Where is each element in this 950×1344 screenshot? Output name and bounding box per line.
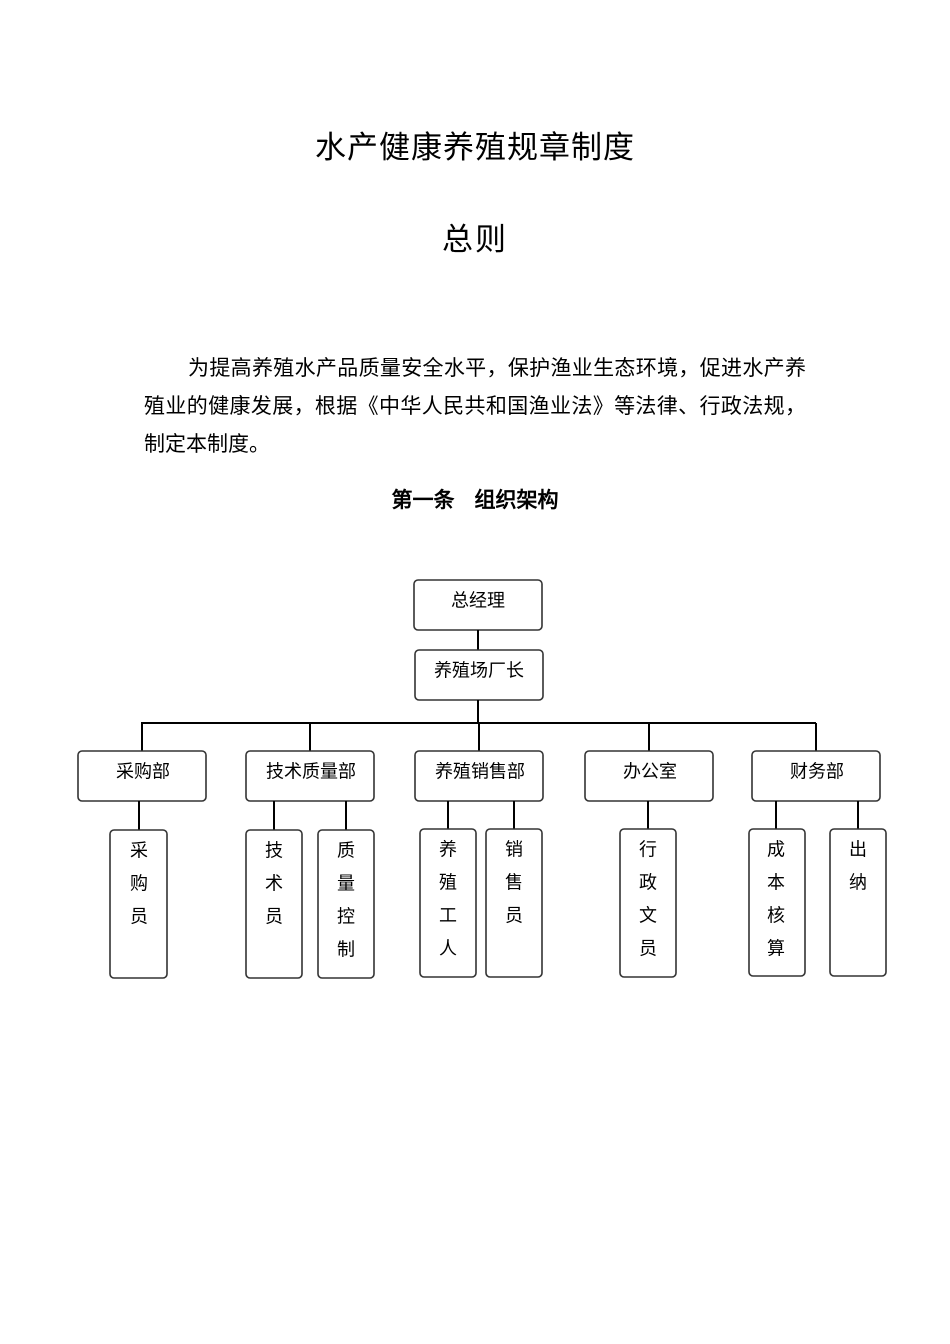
- document-title: 水产健康养殖规章制度: [315, 130, 635, 166]
- org-box-staff-4-1: [829, 828, 887, 977]
- org-label-staff-0-0-char: 采: [130, 841, 148, 862]
- org-box-staff-2-0: [419, 828, 477, 978]
- article-title: 组织架构: [474, 488, 559, 512]
- org-label-staff-2-0-char: 养: [439, 840, 457, 861]
- org-label-staff-1-1-char: 控: [337, 907, 355, 928]
- org-label-staff-4-1-char: 纳: [849, 873, 867, 894]
- org-box-dept-0: [77, 750, 207, 802]
- article-number: 第一条: [391, 488, 455, 512]
- org-box-root: [413, 579, 543, 631]
- org-box-staff-1-1: [317, 829, 375, 979]
- org-box-staff-2-1: [485, 828, 543, 978]
- org-box-dept-4: [751, 750, 881, 802]
- org-box-staff-3-0: [619, 828, 677, 978]
- org-label-staff-2-0-char: 殖: [439, 872, 457, 894]
- org-label-staff-3-0-char: 文: [639, 906, 657, 927]
- org-label-staff-1-0: 技术员: [265, 841, 283, 928]
- org-label-staff-2-1-char: 售: [505, 873, 523, 894]
- org-label-staff-4-1: 出纳: [849, 840, 867, 894]
- org-label-dept-3: 办公室: [623, 762, 677, 783]
- org-label-staff-4-0-char: 本: [767, 873, 785, 894]
- org-box-staff-0-0: [109, 829, 168, 979]
- org-box-staff-1-0: [245, 829, 303, 979]
- org-label-staff-3-0-char: 政: [639, 873, 657, 894]
- org-label-staff-2-1-char: 员: [505, 906, 523, 927]
- section-title: 总则: [442, 222, 508, 258]
- org-label-dept-2: 养殖销售部: [435, 761, 525, 783]
- org-box-dept-1: [245, 750, 375, 802]
- intro-paragraph: 为提高养殖水产品质量安全水平，保护渔业生态环境，促进水产养殖业的健康发展，根据《…: [144, 356, 806, 456]
- org-label-dept-1: 技术质量部: [266, 762, 356, 783]
- org-label-staff-3-0-char: 员: [639, 939, 657, 960]
- org-label-staff-4-1-char: 出: [849, 840, 867, 861]
- org-label-dept-4: 财务部: [790, 762, 844, 783]
- org-label-staff-2-1: 销售员: [505, 840, 523, 927]
- org-label-staff-1-0-char: 员: [265, 907, 283, 928]
- org-label-staff-4-0-char: 核: [767, 906, 785, 927]
- org-box-dept-3: [584, 750, 714, 802]
- org-label-staff-2-0-char: 人: [439, 939, 457, 960]
- org-box-second: [414, 649, 544, 701]
- org-label-staff-4-0-char: 成: [767, 840, 785, 861]
- org-label-staff-2-0-char: 工: [439, 906, 457, 927]
- article-heading: 第一条组织架构: [0, 484, 950, 514]
- org-label-staff-0-0: 采购员: [130, 841, 148, 928]
- org-label-root: 总经理: [451, 591, 505, 612]
- org-label-staff-1-0-char: 术: [265, 874, 283, 895]
- org-label-second: 养殖场厂长: [434, 660, 524, 682]
- org-label-staff-3-0-char: 行: [639, 840, 657, 861]
- org-label-staff-1-1-char: 制: [337, 940, 355, 961]
- org-label-staff-4-0-char: 算: [767, 939, 785, 960]
- org-box-dept-2: [414, 750, 544, 802]
- org-box-staff-4-0: [748, 828, 806, 977]
- org-label-dept-0: 采购部: [116, 762, 170, 783]
- org-label-staff-1-0-char: 技: [265, 841, 283, 862]
- org-label-staff-2-1-char: 销: [505, 840, 523, 861]
- org-label-staff-1-1-char: 质: [337, 841, 355, 862]
- org-label-staff-0-0-char: 购: [130, 874, 148, 895]
- org-label-staff-1-1-char: 量: [337, 874, 355, 895]
- org-label-staff-0-0-char: 员: [130, 907, 148, 928]
